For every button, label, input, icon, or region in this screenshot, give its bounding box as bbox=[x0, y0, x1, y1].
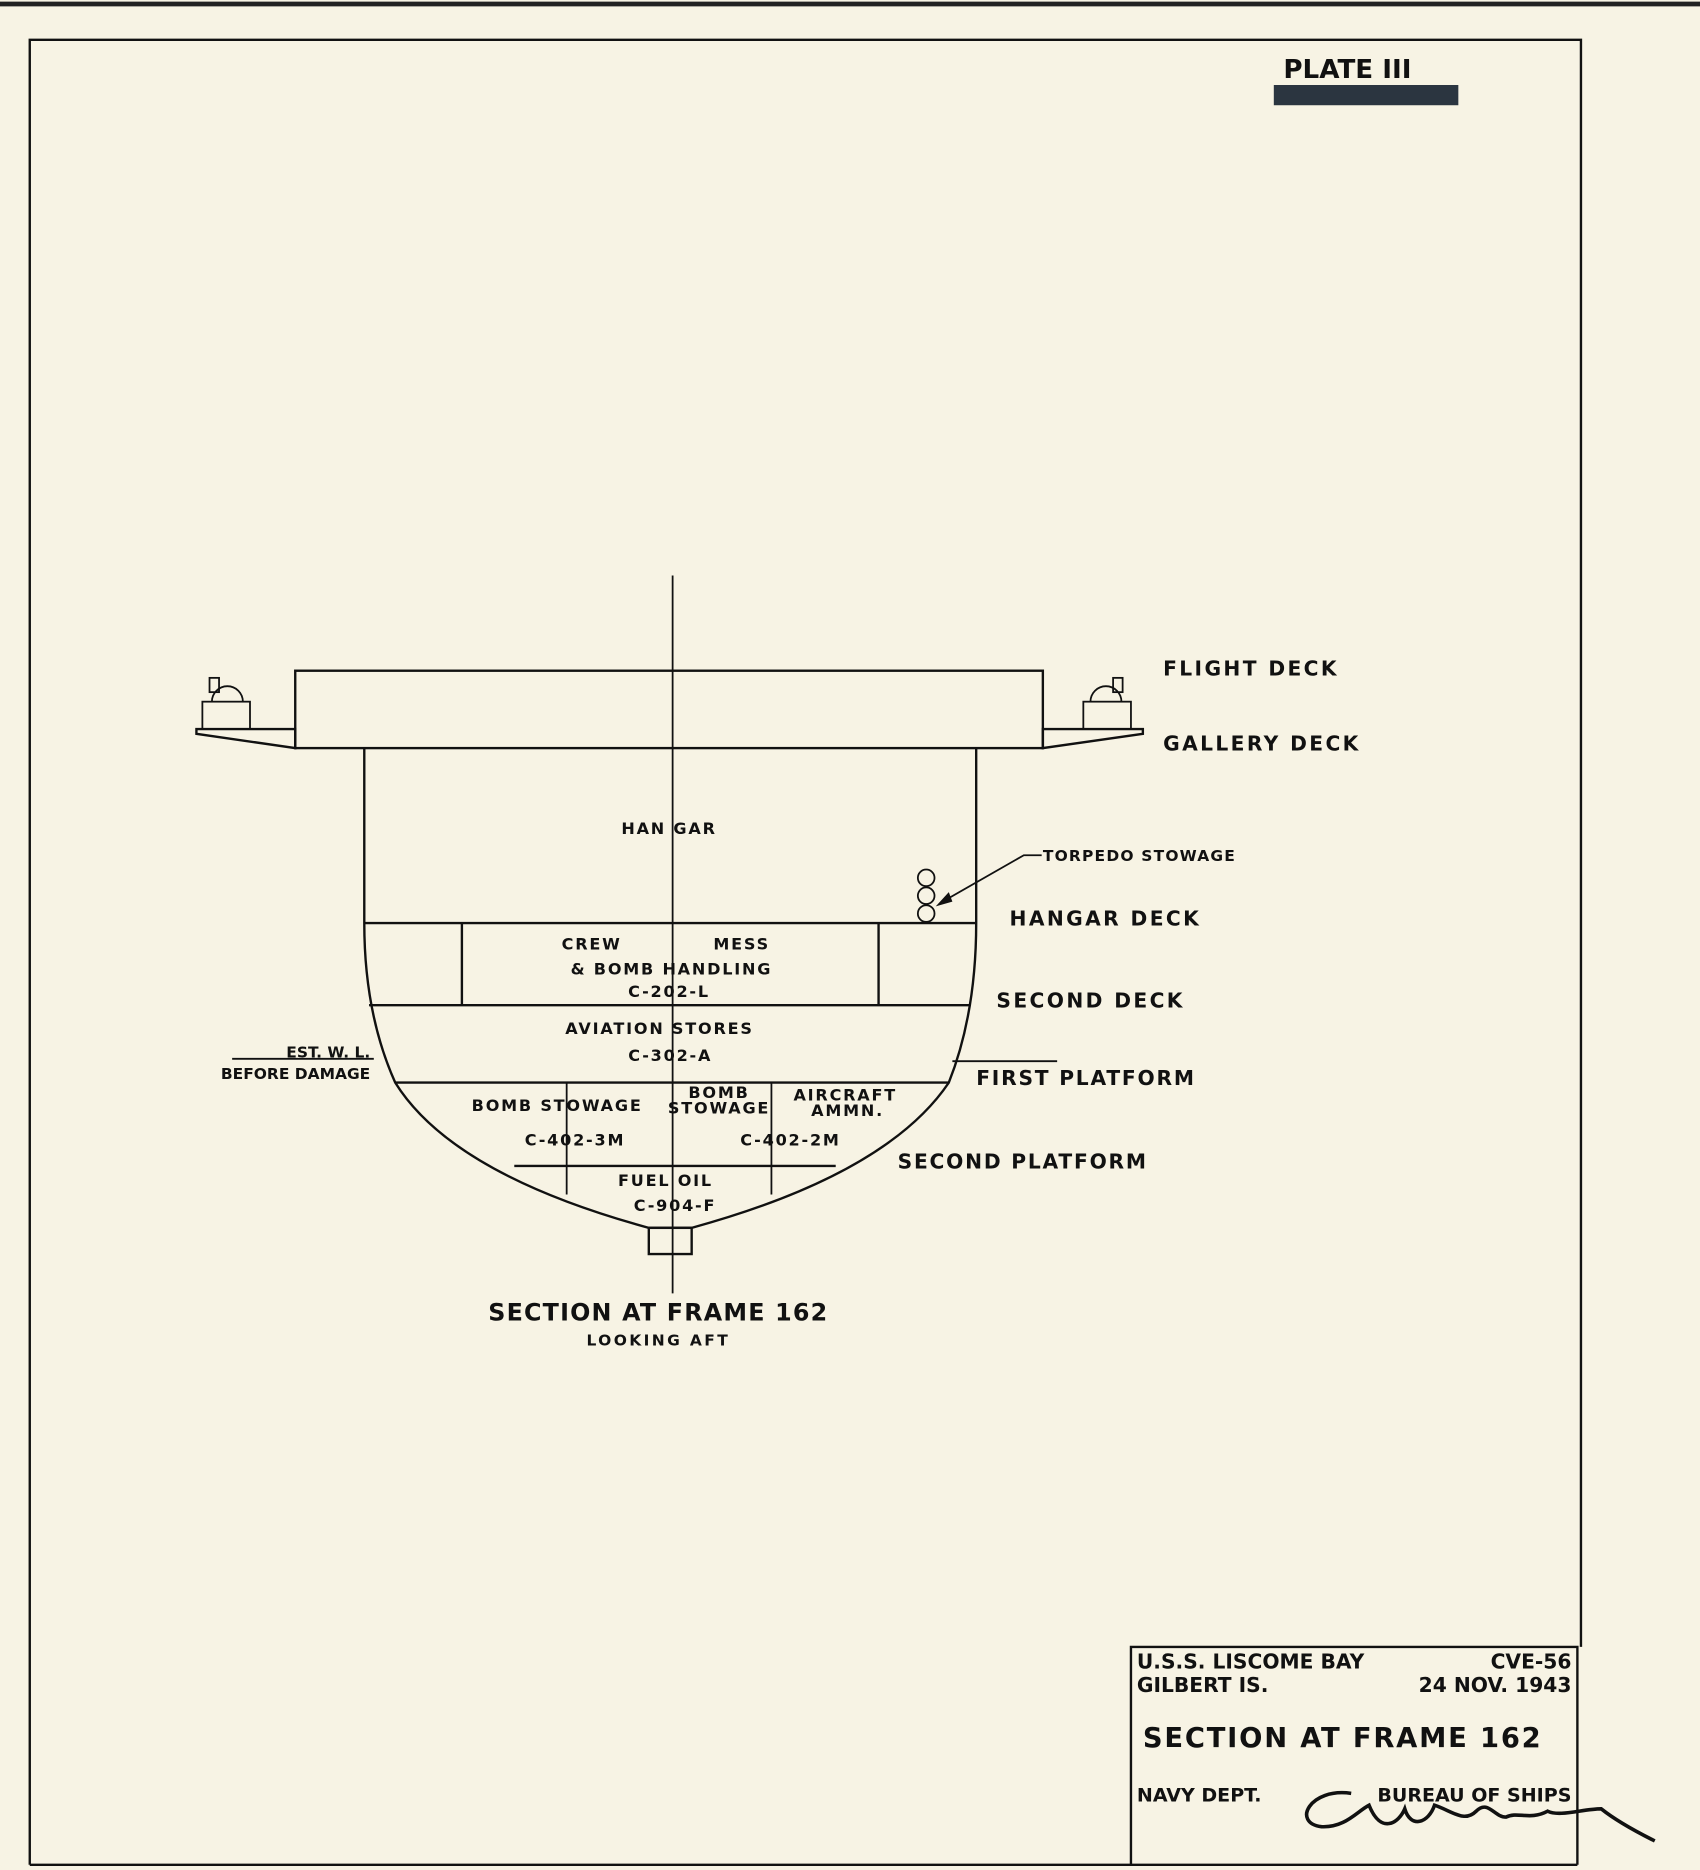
bomb-left-code: C-402-3M bbox=[525, 1131, 625, 1150]
aviation-stores-label: AVIATION STORES bbox=[565, 1019, 753, 1038]
left-gun-tub bbox=[201, 676, 251, 730]
torpedo-icon bbox=[916, 868, 936, 923]
bomb-handling-label: & BOMB HANDLING bbox=[571, 959, 773, 978]
hangar-label: HAN GAR bbox=[621, 819, 716, 838]
label-first-platform: FIRST PLATFORM bbox=[976, 1066, 1196, 1090]
dept: NAVY DEPT. bbox=[1137, 1785, 1262, 1807]
flight-deck bbox=[294, 669, 1045, 750]
signature bbox=[1304, 1790, 1656, 1843]
aircraft-label: AIRCRAFT bbox=[793, 1085, 897, 1104]
bomb-right-code: C-402-2M bbox=[740, 1131, 840, 1150]
caption-subtitle: LOOKING AFT bbox=[587, 1332, 731, 1350]
mess-label: MESS bbox=[713, 934, 770, 953]
plate-label: PLATE III bbox=[1283, 55, 1411, 85]
fuel-oil-label: FUEL OIL bbox=[618, 1171, 713, 1190]
label-hangar-deck: HANGAR DECK bbox=[1010, 906, 1202, 930]
label-gallery-deck: GALLERY DECK bbox=[1163, 731, 1361, 755]
hull-number: CVE-56 bbox=[1491, 1649, 1572, 1673]
ship-name: U.S.S. LISCOME BAY bbox=[1137, 1649, 1365, 1673]
sheet-border bbox=[28, 38, 1583, 1865]
block-title: SECTION AT FRAME 162 bbox=[1143, 1723, 1543, 1754]
left-sponson bbox=[195, 727, 297, 750]
bomb-center-label: BOMB bbox=[688, 1083, 749, 1102]
label-second-platform: SECOND PLATFORM bbox=[898, 1149, 1148, 1173]
label-before-damage: BEFORE DAMAGE bbox=[221, 1065, 370, 1083]
label-waterline: EST. W. L. bbox=[286, 1044, 370, 1062]
label-second-deck: SECOND DECK bbox=[996, 989, 1184, 1013]
bureau: BUREAU OF SHIPS bbox=[1377, 1785, 1571, 1807]
keel-box bbox=[647, 1226, 693, 1256]
title-block: U.S.S. LISCOME BAY CVE-56 GILBERT IS. 24… bbox=[29, 1645, 1656, 1866]
stowage-center-label: STOWAGE bbox=[668, 1099, 770, 1118]
fuel-code: C-904-F bbox=[634, 1196, 716, 1215]
caption-title: SECTION AT FRAME 162 bbox=[488, 1299, 828, 1327]
ammn-label: AMMN. bbox=[811, 1101, 884, 1120]
label-torpedo-stowage: TORPEDO STOWAGE bbox=[1043, 847, 1236, 865]
crew-label: CREW bbox=[562, 934, 622, 953]
location: GILBERT IS. bbox=[1137, 1673, 1268, 1697]
right-gun-tub bbox=[1082, 676, 1132, 730]
arrowhead-icon bbox=[935, 892, 953, 907]
aviation-code: C-302-A bbox=[628, 1046, 712, 1065]
date: 24 NOV. 1943 bbox=[1419, 1673, 1572, 1697]
crew-code: C-202-L bbox=[628, 982, 710, 1001]
label-flight-deck: FLIGHT DECK bbox=[1163, 656, 1339, 680]
plate-bar bbox=[1273, 85, 1459, 106]
bomb-stowage-left-label: BOMB STOWAGE bbox=[472, 1096, 643, 1115]
